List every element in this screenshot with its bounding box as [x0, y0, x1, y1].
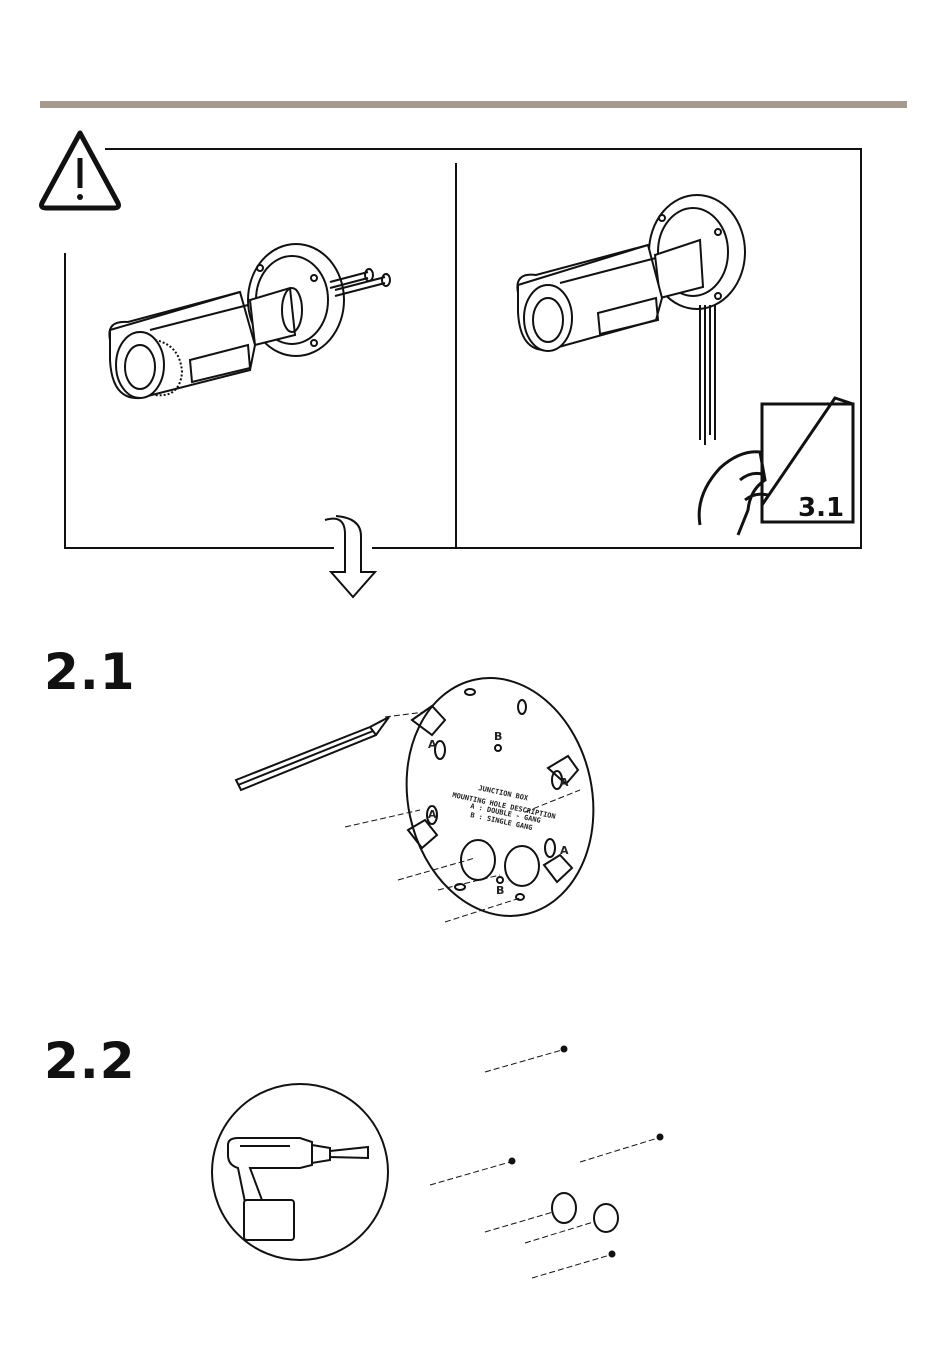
down-arrow-icon — [325, 516, 375, 597]
step-number: 2.2 — [44, 1032, 136, 1090]
hole-letter-a: A — [428, 738, 437, 751]
camera-mounted-with-cables — [517, 195, 745, 445]
camera-with-mounting-screws — [109, 244, 390, 398]
warning-triangle-icon — [42, 133, 119, 208]
reference-step-label: 3.1 — [798, 493, 844, 523]
step-number: 2.1 — [44, 643, 136, 701]
drill-icon — [212, 1084, 388, 1260]
screw-positions — [430, 1046, 663, 1278]
hole-letter-a: A — [560, 844, 569, 857]
hole-letter-b: B — [496, 884, 504, 897]
pencil-icon — [236, 717, 389, 790]
hole-letter-b: B — [494, 730, 502, 743]
reference-document-icon: 3.1 — [699, 398, 853, 535]
hole-letter-a: A — [428, 808, 437, 821]
hole-letter-a: A — [560, 776, 569, 789]
